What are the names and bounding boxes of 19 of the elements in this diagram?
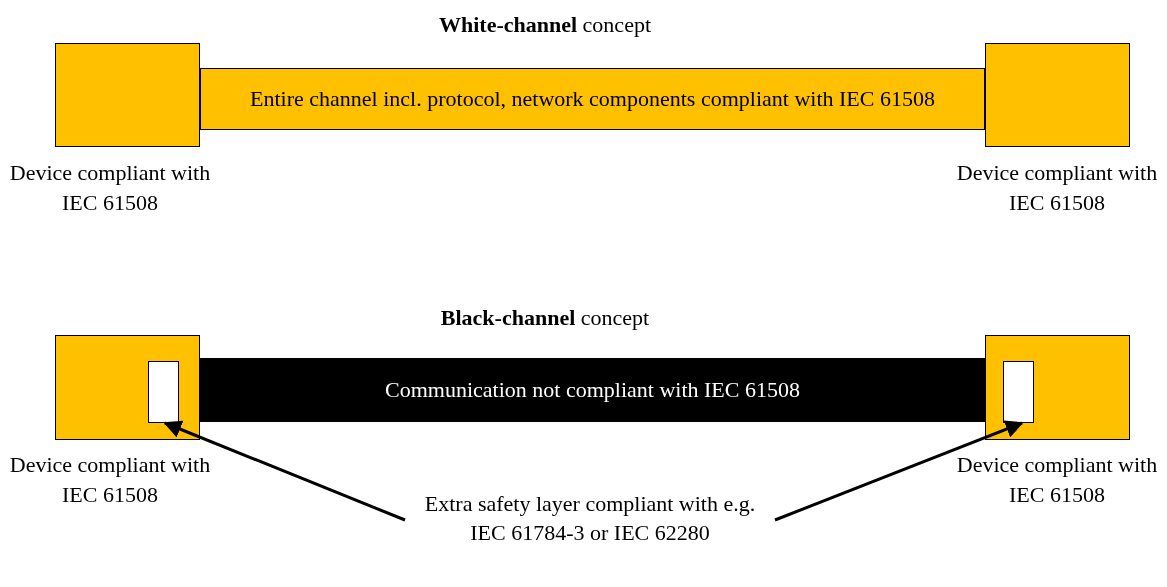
channel-label: Communication not compliant with IEC 61508 bbox=[385, 377, 800, 403]
section-title: Black-channel concept bbox=[439, 304, 651, 332]
safety-layer-box bbox=[148, 361, 179, 423]
channel-band bbox=[200, 68, 985, 130]
device-label: Device compliant with IEC 61508 bbox=[955, 159, 1159, 217]
section-title: White-channel concept bbox=[438, 11, 652, 39]
channel-label: Entire channel incl. protocol, network components compliant with IEC 61508 bbox=[250, 86, 935, 112]
device-label: Device compliant with IEC 61508 bbox=[8, 451, 212, 509]
device-label: Device compliant with IEC 61508 bbox=[955, 451, 1159, 509]
arrow bbox=[774, 420, 1024, 522]
arrow bbox=[163, 420, 406, 522]
safety-layer-box bbox=[1003, 361, 1034, 423]
device-box bbox=[55, 43, 200, 147]
annotation-text: Extra safety layer compliant with e.g. IEC 61784-3 or IEC 62280 bbox=[405, 490, 775, 585]
device-box bbox=[55, 335, 200, 440]
device-label: Device compliant with IEC 61508 bbox=[8, 159, 212, 217]
device-box bbox=[985, 335, 1130, 440]
channel-band bbox=[200, 358, 985, 422]
device-box bbox=[985, 43, 1130, 147]
